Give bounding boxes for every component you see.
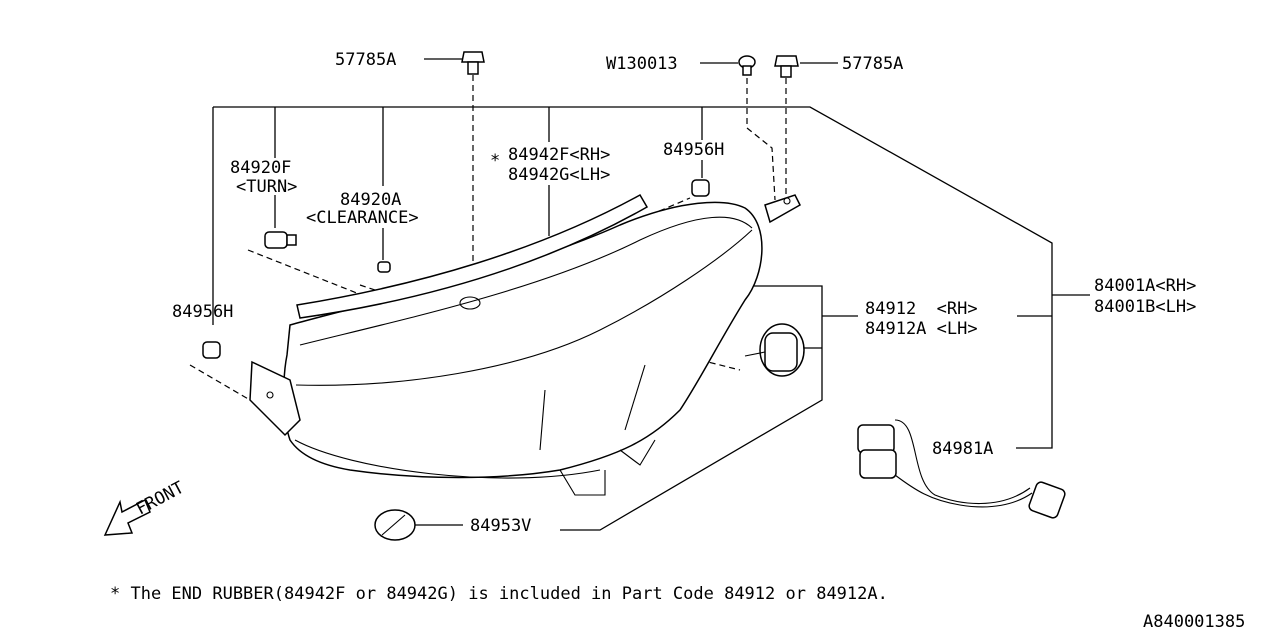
label-84981a: 84981A bbox=[932, 439, 993, 459]
grommet-hole bbox=[459, 296, 481, 310]
label-84001a: 84001A<RH> bbox=[1094, 276, 1196, 296]
diagram-code: A840001385 bbox=[1143, 612, 1245, 632]
leader-lines bbox=[212, 58, 1090, 531]
label-w130013: W130013 bbox=[606, 54, 678, 74]
label-84956h-left: 84956H bbox=[172, 302, 233, 322]
cap-84953v bbox=[374, 509, 416, 541]
end-rubber-strip bbox=[296, 193, 649, 319]
label-57785a-left: 57785A bbox=[335, 50, 396, 70]
front-arrow-icon bbox=[103, 498, 151, 536]
label-turn: <TURN> bbox=[236, 177, 297, 197]
label-84912a: 84912A <LH> bbox=[865, 319, 978, 339]
bolt-57785a-right bbox=[774, 55, 799, 78]
clearance-bulb-84920a bbox=[377, 261, 391, 273]
label-asterisk: * bbox=[490, 151, 500, 171]
label-84956h-top: 84956H bbox=[663, 140, 724, 160]
footnote: * The END RUBBER(84942F or 84942G) is in… bbox=[110, 584, 888, 604]
label-84912: 84912 <RH> bbox=[865, 299, 978, 319]
label-clearance: <CLEARANCE> bbox=[306, 208, 419, 228]
front-label: FRONT bbox=[133, 478, 188, 520]
bolt-57785a-left bbox=[461, 51, 485, 75]
label-84920f: 84920F bbox=[230, 158, 291, 178]
label-84942f: 84942F<RH> bbox=[508, 145, 610, 165]
clip-w130013 bbox=[738, 55, 756, 76]
wiring-harness-84981a bbox=[857, 419, 1066, 519]
label-84942g: 84942G<LH> bbox=[508, 165, 610, 185]
rubber-84956h-top bbox=[691, 179, 710, 197]
label-84001b: 84001B<LH> bbox=[1094, 297, 1196, 317]
leveling-motor bbox=[744, 323, 805, 377]
turn-bulb-84920f bbox=[264, 231, 297, 249]
label-84920a: 84920A bbox=[340, 190, 401, 210]
rubber-84956h-left bbox=[202, 341, 221, 359]
headlamp-assembly bbox=[249, 194, 801, 496]
label-84953v: 84953V bbox=[470, 516, 531, 536]
label-57785a-right: 57785A bbox=[842, 54, 903, 74]
